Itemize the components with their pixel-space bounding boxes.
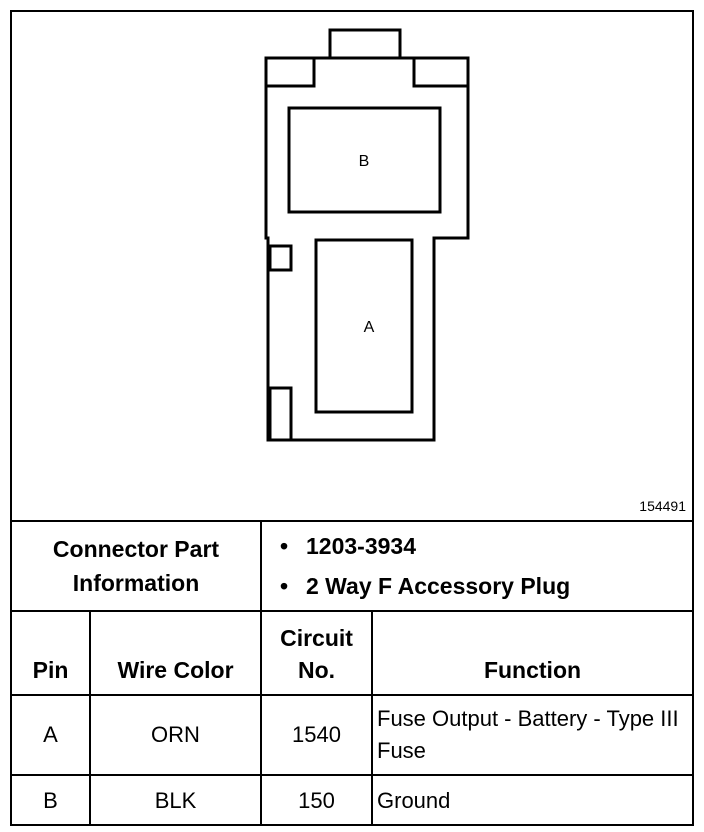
function-a: Fuse Output - Battery - Type III Fuse	[371, 694, 692, 776]
cavity-a	[314, 238, 414, 414]
header-circuit-no: Circuit No.	[260, 610, 373, 696]
cavity-b-label: B	[359, 153, 370, 170]
connector-part-number: 1203-3934	[280, 526, 692, 566]
pin-b: B	[12, 774, 91, 825]
cavity-a-label: A	[364, 319, 375, 336]
header-pin: Pin	[12, 610, 91, 696]
header-circuit-no-text: Circuit No.	[280, 625, 353, 683]
connector-tab	[328, 28, 402, 60]
header-function: Function	[371, 610, 692, 696]
latch-left	[264, 56, 316, 88]
function-b: Ground	[371, 774, 692, 825]
connector-sheet: B A 154491 Connector Part Information 12…	[10, 10, 694, 826]
side-key-upper	[268, 244, 293, 272]
cavity-b	[287, 106, 442, 214]
circuit-b: 150	[260, 774, 373, 825]
connector-info-label-text: Connector Part Information	[52, 536, 220, 596]
connector-housing	[264, 56, 470, 442]
connector-info-list: 1203-3934 2 Way F Accessory Plug	[260, 520, 692, 612]
latch-right	[412, 56, 470, 88]
wire-color-b: BLK	[89, 774, 262, 825]
side-key-lower	[268, 386, 293, 442]
connector-diagram: B A	[264, 28, 470, 442]
figure-number: 154491	[639, 498, 686, 514]
connector-info-row: Connector Part Information 1203-3934 2 W…	[12, 520, 692, 612]
table-row: A ORN 1540 Fuse Output - Battery - Type …	[12, 694, 692, 776]
pin-a: A	[12, 694, 91, 776]
circuit-a: 1540	[260, 694, 373, 776]
header-wire-color: Wire Color	[89, 610, 262, 696]
connector-info-label: Connector Part Information	[12, 520, 262, 612]
connector-description: 2 Way F Accessory Plug	[280, 566, 692, 606]
table-row: B BLK 150 Ground	[12, 774, 692, 825]
wire-color-a: ORN	[89, 694, 262, 776]
connector-table: Connector Part Information 1203-3934 2 W…	[12, 520, 692, 825]
table-header-row: Pin Wire Color Circuit No. Function	[12, 610, 692, 696]
